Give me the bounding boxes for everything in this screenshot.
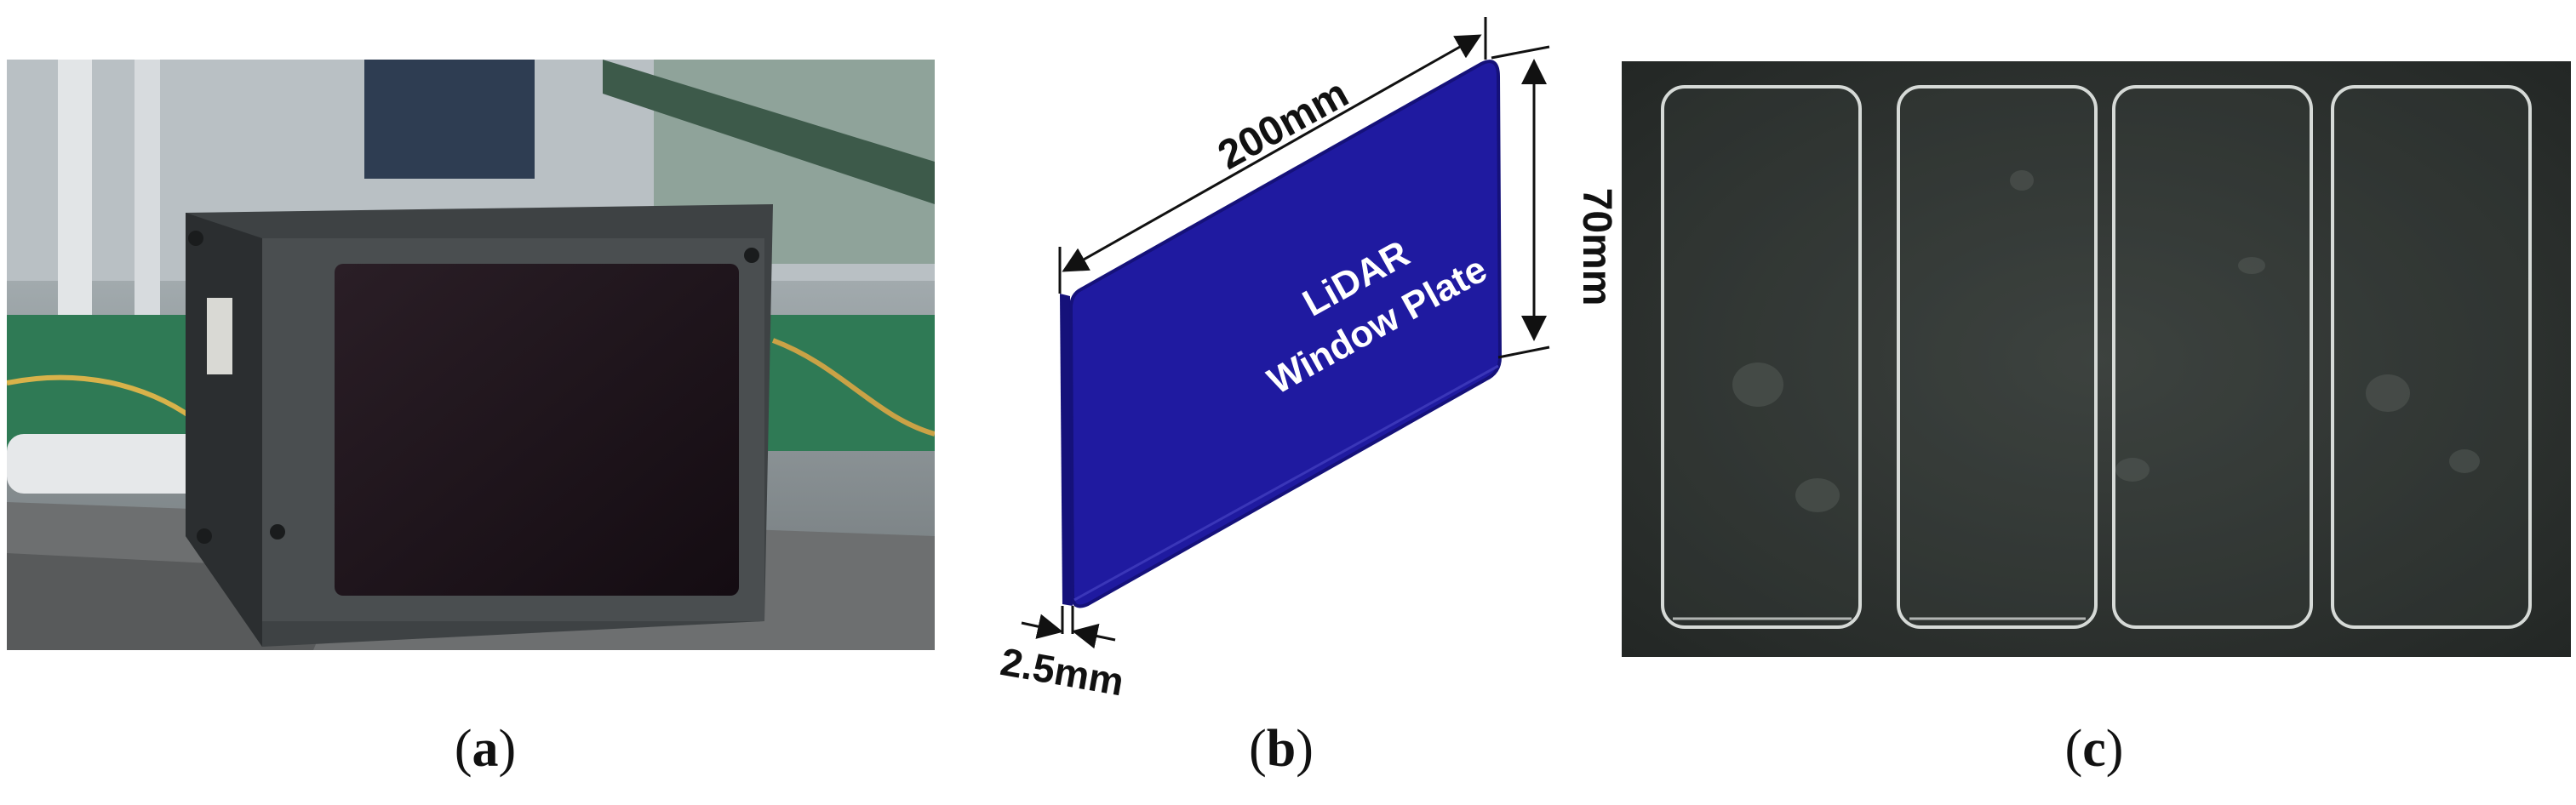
dim-length-line — [1062, 34, 1482, 272]
photo-window-plates — [1622, 61, 2571, 657]
dim-thickness-label: 2.5mm — [997, 639, 1127, 705]
dim-height-label: 70mm — [1574, 188, 1619, 306]
lidar-housing-illustration — [7, 60, 935, 650]
plate-diagram: LiDAR Window Plate 200mm 70mm 2.5mm — [953, 0, 1634, 715]
window-plate-4 — [2331, 85, 2532, 629]
plate-edge — [1060, 294, 1073, 606]
plate-schematic: LiDAR Window Plate 200mm 70mm 2.5mm — [997, 17, 1619, 705]
caption-a: (a) — [454, 720, 517, 778]
window-plate-2 — [1897, 85, 2098, 629]
window-plate-3 — [2112, 85, 2313, 629]
photo-lidar-housing — [7, 60, 935, 650]
window-plates-illustration — [1622, 61, 2571, 657]
caption-c: (c) — [2064, 720, 2124, 778]
window-plate-1 — [1661, 85, 1862, 629]
caption-b: (b) — [1249, 720, 1314, 778]
